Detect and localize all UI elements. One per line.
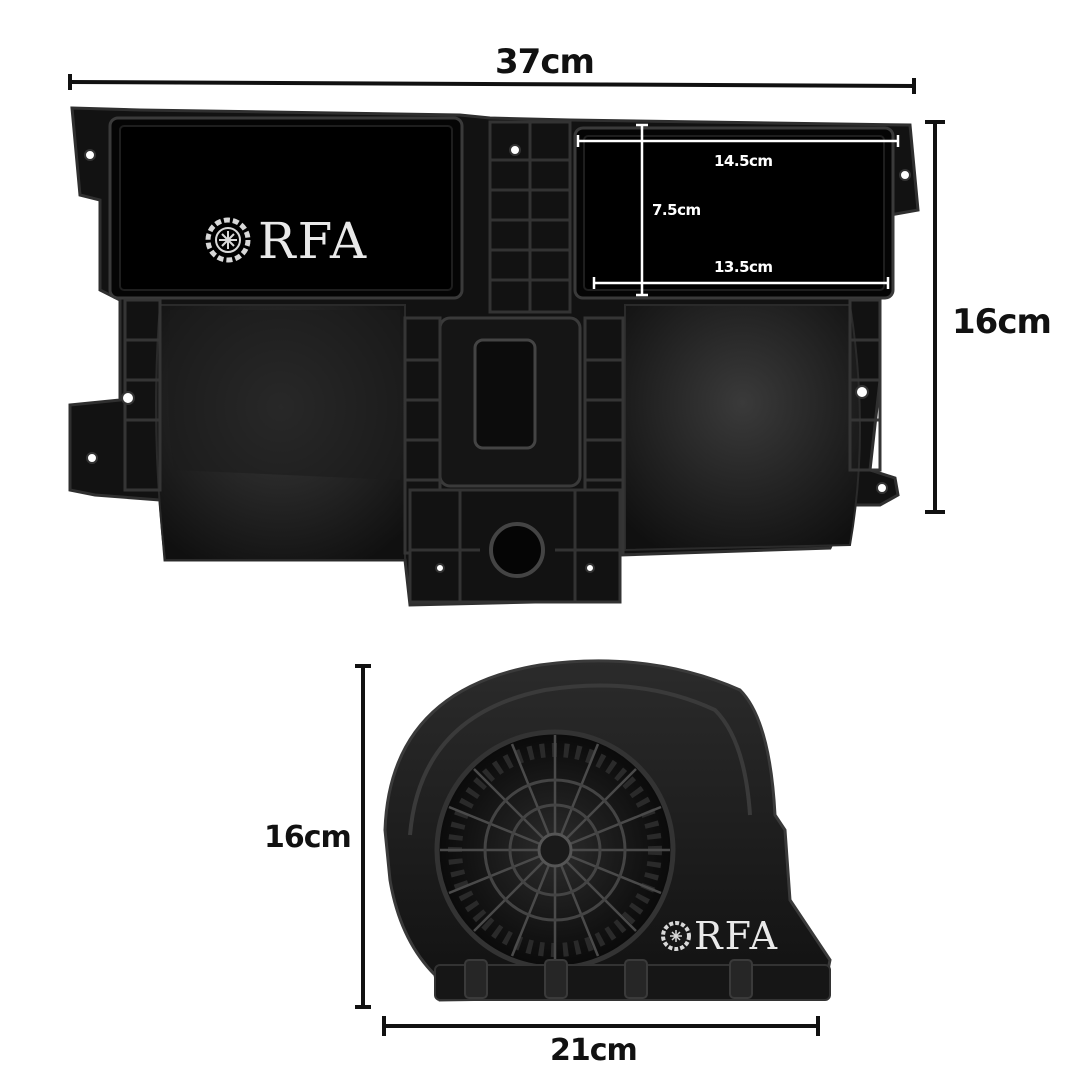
rfa-logo-text-small: RFA (694, 914, 780, 958)
top-width-label: 37cm (495, 42, 595, 82)
blower-motor (383, 659, 832, 1002)
rfa-logo-text: RFA (258, 212, 369, 270)
rfa-logo-icon (205, 217, 251, 263)
height-dimension-line (925, 120, 945, 514)
width-dimension-line (68, 74, 916, 94)
inlet-width-bottom-label: 13.5cm (714, 258, 773, 276)
blower-height-dimension-line (355, 664, 371, 1009)
blower-width-dimension-line (382, 1016, 820, 1036)
blower-width-label: 21cm (550, 1033, 638, 1068)
inlet-measure-lines (576, 123, 900, 297)
top-height-label: 16cm (952, 302, 1052, 342)
intake-housing (68, 106, 920, 607)
inlet-width-top-label: 14.5cm (714, 152, 773, 170)
blower-height-label: 16cm (264, 820, 352, 855)
inlet-height-label: 7.5cm (652, 201, 701, 219)
rfa-logo-icon-small (661, 921, 691, 951)
